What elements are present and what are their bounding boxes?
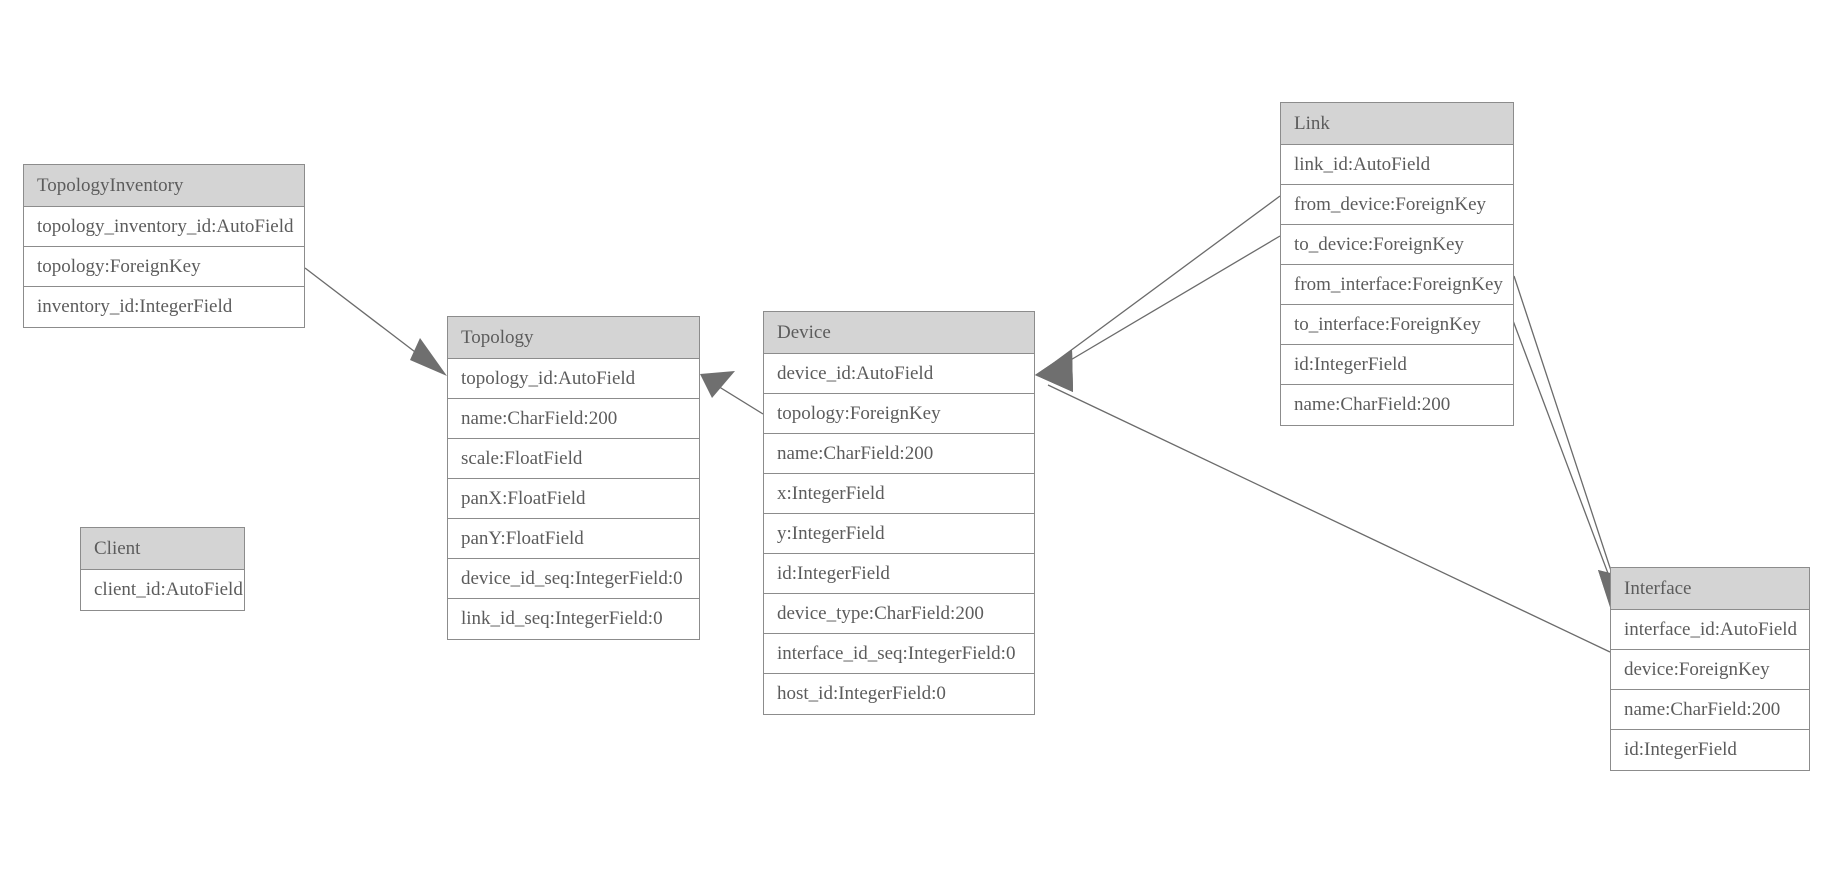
relationship-arrowhead-icon <box>1035 350 1073 392</box>
entity-field-row: name:CharField:200 <box>448 399 699 439</box>
entity-field-row: id:IntegerField <box>1611 730 1809 770</box>
entity-field-row: scale:FloatField <box>448 439 699 479</box>
entity-field-row: topology_id:AutoField <box>448 359 699 399</box>
entity-field-row: inventory_id:IntegerField <box>24 287 304 327</box>
entity-field-row: link_id_seq:IntegerField:0 <box>448 599 699 639</box>
entity-field-row: name:CharField:200 <box>1611 690 1809 730</box>
entity-field-row: from_interface:ForeignKey <box>1281 265 1513 305</box>
rel-link-frominterface-interface <box>1513 275 1638 607</box>
entity-field-row: topology:ForeignKey <box>24 247 304 287</box>
rel-link-tointerface-interface <box>1508 309 1638 607</box>
entity-field-row: topology:ForeignKey <box>764 394 1034 434</box>
entity-field-row: client_id:AutoField <box>81 570 244 610</box>
relationship-line <box>1513 275 1621 599</box>
relationship-arrowhead-icon <box>1035 350 1073 392</box>
entity-title-interface: Interface <box>1611 568 1809 610</box>
entity-title-link: Link <box>1281 103 1513 145</box>
relationship-line <box>1046 235 1281 375</box>
entity-field-row: id:IntegerField <box>764 554 1034 594</box>
entity-field-row: id:IntegerField <box>1281 345 1513 385</box>
entity-field-row: y:IntegerField <box>764 514 1034 554</box>
entity-field-row: to_interface:ForeignKey <box>1281 305 1513 345</box>
entity-field-row: from_device:ForeignKey <box>1281 185 1513 225</box>
entity-field-row: host_id:IntegerField:0 <box>764 674 1034 714</box>
rel-device-topology <box>700 371 764 415</box>
entity-field-row: device_id_seq:IntegerField:0 <box>448 559 699 599</box>
entity-title-device: Device <box>764 312 1034 354</box>
relationship-arrowhead-icon <box>1035 350 1073 392</box>
entity-field-row: to_device:ForeignKey <box>1281 225 1513 265</box>
entity-field-row: panY:FloatField <box>448 519 699 559</box>
rel-topologyinventory-topology <box>304 267 447 376</box>
entity-field-row: name:CharField:200 <box>1281 385 1513 425</box>
relationship-line <box>1046 195 1281 369</box>
entity-title-client: Client <box>81 528 244 570</box>
rel-link-fromdevice-device <box>1035 195 1281 392</box>
relationship-line <box>1508 309 1619 601</box>
entity-title-topology: Topology <box>448 317 699 359</box>
entity-field-row: interface_id:AutoField <box>1611 610 1809 650</box>
relationship-line <box>304 267 441 372</box>
entity-field-row: interface_id_seq:IntegerField:0 <box>764 634 1034 674</box>
entity-title-topology_inventory: TopologyInventory <box>24 165 304 207</box>
entity-field-row: device:ForeignKey <box>1611 650 1809 690</box>
entity-field-row: name:CharField:200 <box>764 434 1034 474</box>
entity-field-row: device_id:AutoField <box>764 354 1034 394</box>
rel-link-todevice-device <box>1035 235 1281 392</box>
relationship-arrowhead-icon <box>410 338 447 376</box>
relationship-line <box>707 379 764 415</box>
relationship-arrowhead-icon <box>700 371 735 398</box>
entity-field-row: device_type:CharField:200 <box>764 594 1034 634</box>
entity-field-row: topology_inventory_id:AutoField <box>24 207 304 247</box>
entity-field-row: x:IntegerField <box>764 474 1034 514</box>
entity-field-row: panX:FloatField <box>448 479 699 519</box>
entity-field-row: link_id:AutoField <box>1281 145 1513 185</box>
